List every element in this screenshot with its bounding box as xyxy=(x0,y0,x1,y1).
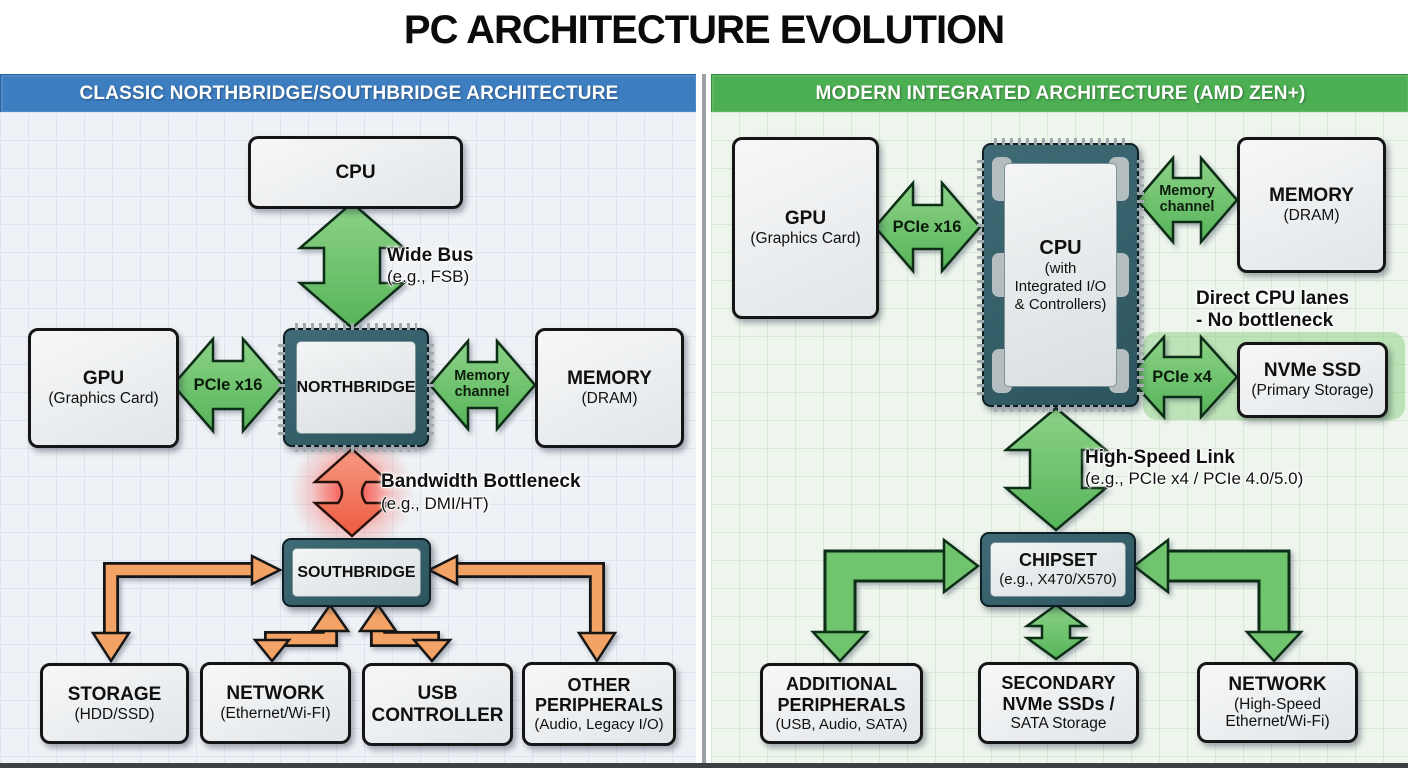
chip-pins-bottom xyxy=(994,405,1127,412)
chip-pins-bottom xyxy=(295,445,417,452)
panel-divider xyxy=(696,74,711,768)
chip-title: NORTHBRIDGE xyxy=(296,378,416,396)
node-title-line2: CONTROLLER xyxy=(371,704,504,726)
node-subtitle: (DRAM) xyxy=(581,390,638,408)
chip-title: SOUTHBRIDGE xyxy=(297,563,416,581)
node-subtitle-line2: Ethernet/Wi-Fi) xyxy=(1225,713,1330,731)
chip-die: SOUTHBRIDGE xyxy=(292,548,421,597)
node-cpu-left: CPU xyxy=(248,136,463,209)
node-title: GPU xyxy=(784,208,827,230)
page-title: PC ARCHITECTURE EVOLUTION xyxy=(403,8,1005,52)
node-gpu-right: GPU (Graphics Card) xyxy=(732,137,879,319)
bottleneck-label: Bandwidth Bottleneck xyxy=(381,471,581,492)
pcie-x4-label: PCIe x4 xyxy=(1152,368,1212,386)
chipset-secondary-arrow xyxy=(1023,603,1089,661)
chip-pins-left xyxy=(977,155,984,395)
node-title: MEMORY xyxy=(567,368,652,390)
node-title-line2: NVMe SSDs / xyxy=(1002,694,1115,715)
node-usb-controller: USB CONTROLLER xyxy=(362,663,513,746)
left-panel-header: CLASSIC NORTHBRIDGE/SOUTHBRIDGE ARCHITEC… xyxy=(0,74,698,114)
chip-subtitle: (e.g., X470/X570) xyxy=(999,571,1117,589)
node-subtitle: (USB, Audio, SATA) xyxy=(775,715,908,733)
high-speed-link-label: High-Speed Link xyxy=(1085,447,1235,468)
node-additional-peripherals: ADDITIONAL PERIPHERALS (USB, Audio, SATA… xyxy=(760,663,923,744)
node-title: MEMORY xyxy=(1269,185,1354,207)
node-title: GPU xyxy=(82,368,125,390)
node-network-right: NETWORK (High-Speed Ethernet/Wi-Fi) xyxy=(1197,662,1358,743)
chip-subtitle-line2: Integrated I/O xyxy=(1014,278,1107,295)
chip-title: CPU xyxy=(1039,237,1082,259)
high-speed-link-arrow xyxy=(1002,406,1110,532)
wide-bus-sublabel: (e.g., FSB) xyxy=(387,267,470,286)
chip-pins-top xyxy=(295,323,417,330)
chip-chipset: CHIPSET (e.g., X470/X570) xyxy=(980,532,1136,607)
chip-pins-top xyxy=(994,138,1127,145)
wide-bus-label: Wide Bus xyxy=(387,245,474,266)
direct-lanes-label-line1: Direct CPU lanes xyxy=(1196,288,1350,309)
node-subtitle: (Graphics Card) xyxy=(750,230,861,248)
chip-die: CPU (with Integrated I/O & Controllers) xyxy=(1004,163,1117,387)
node-title-line2: PERIPHERALS xyxy=(534,695,664,716)
node-title-line1: SECONDARY xyxy=(1001,673,1116,694)
node-memory-right: MEMORY (DRAM) xyxy=(1237,137,1386,273)
chip-title: CHIPSET xyxy=(1018,549,1097,570)
node-title: CPU xyxy=(335,161,376,183)
node-secondary-storage: SECONDARY NVMe SSDs / SATA Storage xyxy=(978,662,1139,744)
node-title: NVMe SSD xyxy=(1263,360,1362,382)
bottom-edge-strip xyxy=(0,763,1408,768)
chip-subtitle-line3: & Controllers) xyxy=(1014,296,1107,313)
southbridge-other-arrow xyxy=(426,553,618,664)
node-subtitle: (Graphics Card) xyxy=(48,390,159,408)
high-speed-link-sublabel: (e.g., PCIe x4 / PCIe 4.0/5.0) xyxy=(1085,469,1304,488)
node-subtitle-line1: (High-Speed xyxy=(1233,695,1322,713)
chip-subtitle-line1: (with xyxy=(1044,260,1077,277)
chip-pins-left xyxy=(278,340,285,435)
node-network-left: NETWORK (Ethernet/Wi-FI) xyxy=(200,662,351,744)
memory-channel-left-label: Memory channel xyxy=(454,368,510,400)
chip-die: CHIPSET (e.g., X470/X570) xyxy=(990,542,1126,597)
node-title: NETWORK xyxy=(1228,673,1327,695)
chip-die: NORTHBRIDGE xyxy=(296,341,416,434)
memory-channel-right-label: Memory channel xyxy=(1159,183,1215,215)
bottleneck-sublabel: (e.g., DMI/HT) xyxy=(381,494,489,513)
node-subtitle: (DRAM) xyxy=(1283,207,1340,225)
node-storage: STORAGE (HDD/SSD) xyxy=(40,663,189,744)
node-title-line1: OTHER xyxy=(567,674,631,695)
chip-pins-right xyxy=(1137,155,1144,395)
node-gpu-left: GPU (Graphics Card) xyxy=(28,328,179,448)
panel-divider-line xyxy=(702,74,706,768)
node-memory-left: MEMORY (DRAM) xyxy=(535,328,684,448)
direct-lanes-label-line2: - No bottleneck xyxy=(1196,310,1334,331)
chip-northbridge: NORTHBRIDGE xyxy=(278,323,434,452)
pcie-x16-left-label: PCIe x16 xyxy=(193,376,263,394)
southbridge-storage-arrow xyxy=(90,553,283,664)
chip-pins-right xyxy=(427,340,434,435)
chipset-network-arrow xyxy=(1131,537,1304,663)
bottleneck-arrow xyxy=(311,447,393,538)
chipset-additional-arrow xyxy=(810,537,981,663)
node-title: NETWORK xyxy=(226,683,325,705)
pcie-x16-right-label: PCIe x16 xyxy=(892,218,962,236)
southbridge-network-arrow xyxy=(252,602,351,663)
node-nvme-ssd: NVMe SSD (Primary Storage) xyxy=(1237,342,1388,418)
node-other-peripherals: OTHER PERIPHERALS (Audio, Legacy I/O) xyxy=(522,662,676,746)
chip-southbridge: SOUTHBRIDGE xyxy=(282,538,431,607)
chip-cpu-right: CPU (with Integrated I/O & Controllers) xyxy=(977,138,1144,412)
southbridge-usb-arrow xyxy=(357,602,453,663)
node-subtitle: (Audio, Legacy I/O) xyxy=(534,716,664,734)
node-subtitle: SATA Storage xyxy=(1010,714,1107,732)
node-title-line1: ADDITIONAL xyxy=(786,674,897,695)
node-subtitle: (Ethernet/Wi-FI) xyxy=(220,705,331,723)
node-subtitle: (Primary Storage) xyxy=(1251,382,1374,400)
node-title-line2: PERIPHERALS xyxy=(777,694,906,715)
node-title: STORAGE xyxy=(67,683,162,705)
node-subtitle: (HDD/SSD) xyxy=(74,705,155,723)
node-title-line1: USB xyxy=(417,682,458,704)
